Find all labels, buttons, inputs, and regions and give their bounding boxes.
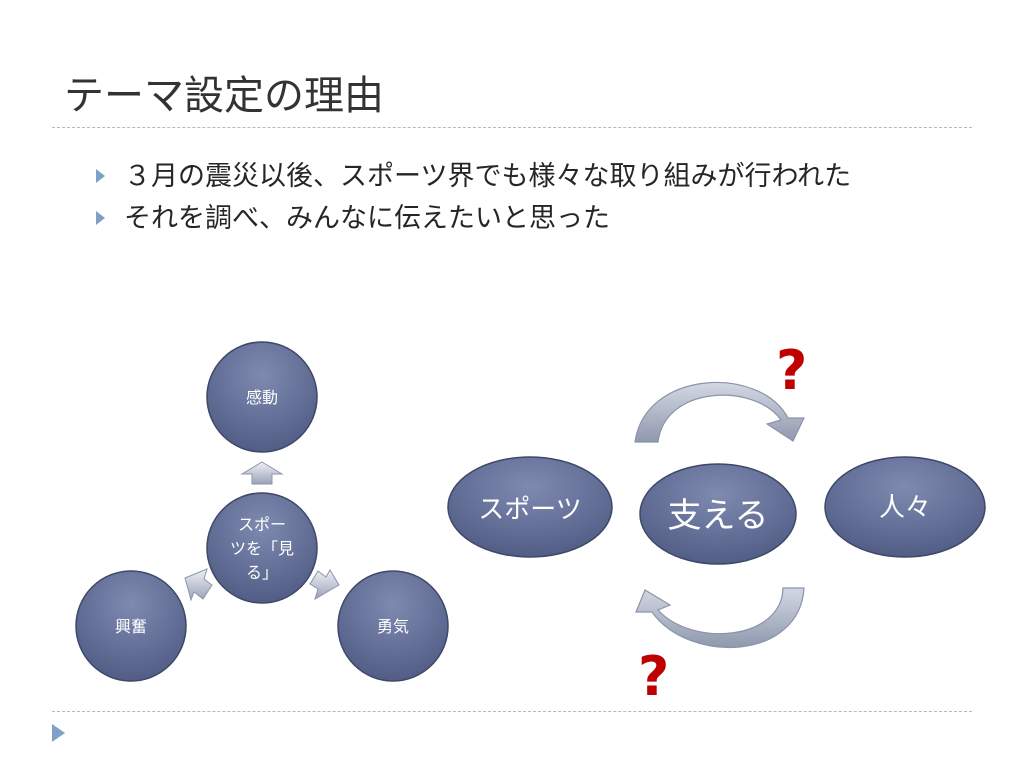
node-hitobito: 人々: [824, 456, 986, 558]
question-mark-top: ?: [776, 339, 808, 402]
node-yuki: 勇気: [337, 570, 449, 682]
node-center-sports-watch: スポー ツを「見 る」: [206, 492, 318, 604]
curved-arrow-bottom-icon: [635, 587, 805, 649]
node-label: 感動: [246, 388, 278, 407]
play-triangle-icon[interactable]: [52, 724, 65, 742]
bullet-item: ３月の震災以後、スポーツ界でも様々な取り組みが行われた: [92, 156, 851, 198]
bullet-list: ３月の震災以後、スポーツ界でも様々な取り組みが行われた それを調べ、みんなに伝え…: [92, 156, 851, 240]
arrow-right-icon: [309, 569, 340, 601]
node-label: 人々: [879, 493, 931, 523]
title-divider: [52, 127, 972, 128]
node-label: 支える: [668, 496, 769, 536]
curved-arrow-top-icon: [634, 381, 805, 443]
triangle-bullet-icon: [96, 169, 105, 183]
node-kofun: 興奮: [75, 570, 187, 682]
left-diagram: 感動 スポー ツを「見 る」 興奮 勇気: [75, 341, 449, 682]
node-sasaeru: 支える: [639, 463, 797, 565]
node-sports: スポーツ: [447, 456, 613, 558]
arrow-up-icon: [240, 461, 284, 485]
footer-divider: [52, 711, 972, 712]
node-label: 興奮: [115, 617, 147, 636]
node-label: る」: [246, 563, 278, 582]
bullet-item: それを調べ、みんなに伝えたいと思った: [92, 198, 851, 240]
triangle-bullet-icon: [96, 211, 105, 225]
node-label: スポー: [238, 515, 286, 534]
bullet-text: それを調べ、みんなに伝えたいと思った: [124, 203, 610, 234]
question-mark-bottom: ?: [638, 645, 670, 708]
right-diagram: スポーツ 支える 人々: [447, 381, 986, 649]
node-label: ツを「見: [230, 539, 294, 558]
arrow-left-icon: [184, 568, 213, 602]
slide-title: テーマ設定の理由: [64, 73, 384, 119]
bullet-text: ３月の震災以後、スポーツ界でも様々な取り組みが行われた: [124, 161, 852, 192]
node-label: スポーツ: [478, 495, 581, 525]
node-kandou: 感動: [206, 341, 318, 453]
node-label: 勇気: [377, 617, 409, 636]
